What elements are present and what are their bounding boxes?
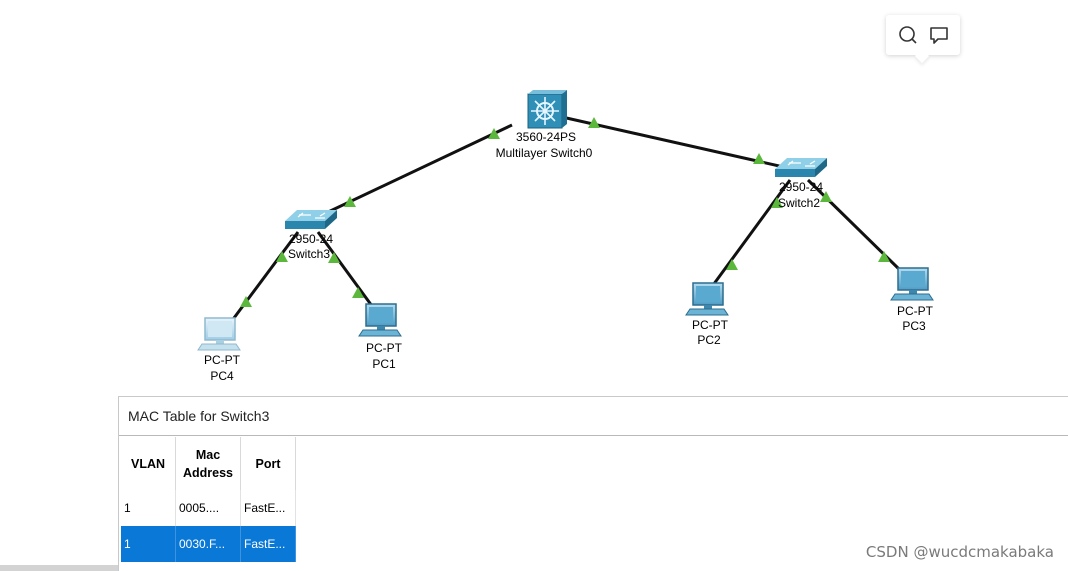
cell-mac-address: 0005.... — [175, 490, 241, 526]
search-button[interactable] — [896, 23, 920, 47]
cell-port: FastE... — [240, 490, 296, 526]
mac-table: VLAN Mac Address Port 1 0005.... FastE..… — [121, 437, 296, 562]
device-model-label: 2950-24 — [779, 180, 823, 194]
table-row[interactable]: 1 0005.... FastE... — [121, 490, 296, 526]
device-name-label: PC1 — [372, 357, 396, 371]
pc1-device[interactable]: PC-PT PC1 — [358, 303, 403, 371]
multilayer-switch-icon — [527, 90, 567, 129]
link-up-indicator — [276, 251, 288, 262]
switch-icon — [285, 210, 337, 229]
multilayer-switch-device[interactable]: 3560-24PS Multilayer Switch0 — [496, 90, 593, 160]
link-up-indicator — [328, 252, 340, 263]
switch2-device[interactable]: 2950-24 Switch2 — [775, 158, 827, 210]
link-up-indicator — [488, 128, 500, 139]
cell-port: FastE... — [240, 526, 296, 562]
device-name-label: Switch3 — [288, 247, 330, 261]
device-model-label: 2950-24 — [289, 232, 333, 246]
comment-icon — [929, 27, 948, 44]
column-header-port[interactable]: Port — [240, 437, 296, 490]
background-panel-edge — [0, 565, 118, 571]
device-model-label: 3560-24PS — [516, 130, 576, 144]
link-up-indicator — [878, 251, 890, 262]
pc3-device[interactable]: PC-PT PC3 — [890, 267, 934, 333]
table-row-selected[interactable]: 1 0030.F... FastE... — [121, 526, 296, 562]
device-name-label: PC4 — [210, 369, 234, 383]
cell-mac-address: 0030.F... — [175, 526, 241, 562]
link-up-indicator — [753, 153, 765, 164]
watermark: CSDN @wucdcmakabaka — [865, 543, 1054, 561]
pc-icon — [358, 303, 402, 337]
mac-table-window: MAC Table for Switch3 VLAN Mac Address P… — [118, 396, 1068, 571]
link-sw3-pc1[interactable] — [316, 231, 374, 307]
link-up-indicator — [588, 117, 600, 128]
pc-icon — [197, 317, 241, 351]
link-sw3-pc4[interactable] — [226, 231, 300, 327]
device-name-label: Switch2 — [778, 196, 820, 210]
device-model-label: PC-PT — [692, 318, 729, 332]
pc-icon — [890, 267, 934, 301]
column-header-mac-line1: Mac — [195, 447, 221, 462]
cell-vlan: 1 — [121, 526, 176, 562]
link-ml0-sw3[interactable] — [306, 123, 513, 224]
cell-vlan: 1 — [121, 490, 176, 526]
mac-table-title: MAC Table for Switch3 — [119, 397, 1068, 436]
pc2-device[interactable]: PC-PT PC2 — [685, 282, 729, 347]
link-up-indicator — [240, 296, 252, 307]
device-model-label: PC-PT — [204, 353, 241, 367]
device-model-label: PC-PT — [897, 304, 934, 318]
column-header-mac-line2: Address — [182, 465, 234, 480]
link-status-indicators — [240, 117, 890, 307]
link-up-indicator — [352, 287, 364, 298]
link-up-indicator — [771, 197, 783, 208]
pc4-device[interactable]: PC-PT PC4 — [197, 317, 241, 383]
column-header-vlan[interactable]: VLAN — [121, 437, 176, 490]
floating-toolbar — [886, 15, 960, 55]
pc-icon — [685, 282, 729, 316]
link-up-indicator — [820, 191, 832, 202]
comment-button[interactable] — [927, 23, 951, 47]
device-name-label: PC3 — [902, 319, 926, 333]
switch-icon — [775, 158, 827, 177]
link-up-indicator — [344, 196, 356, 207]
link-up-indicator — [726, 259, 738, 270]
column-header-mac-address[interactable]: Mac Address — [175, 437, 241, 490]
search-icon — [898, 26, 917, 44]
network-topology-canvas[interactable]: 3560-24PS Multilayer Switch0 2950-24 Swi… — [0, 0, 1068, 400]
device-model-label: PC-PT — [366, 341, 403, 355]
device-name-label: PC2 — [697, 333, 721, 347]
switch3-device[interactable]: 2950-24 Switch3 — [285, 210, 337, 261]
device-name-label: Multilayer Switch0 — [496, 146, 593, 160]
